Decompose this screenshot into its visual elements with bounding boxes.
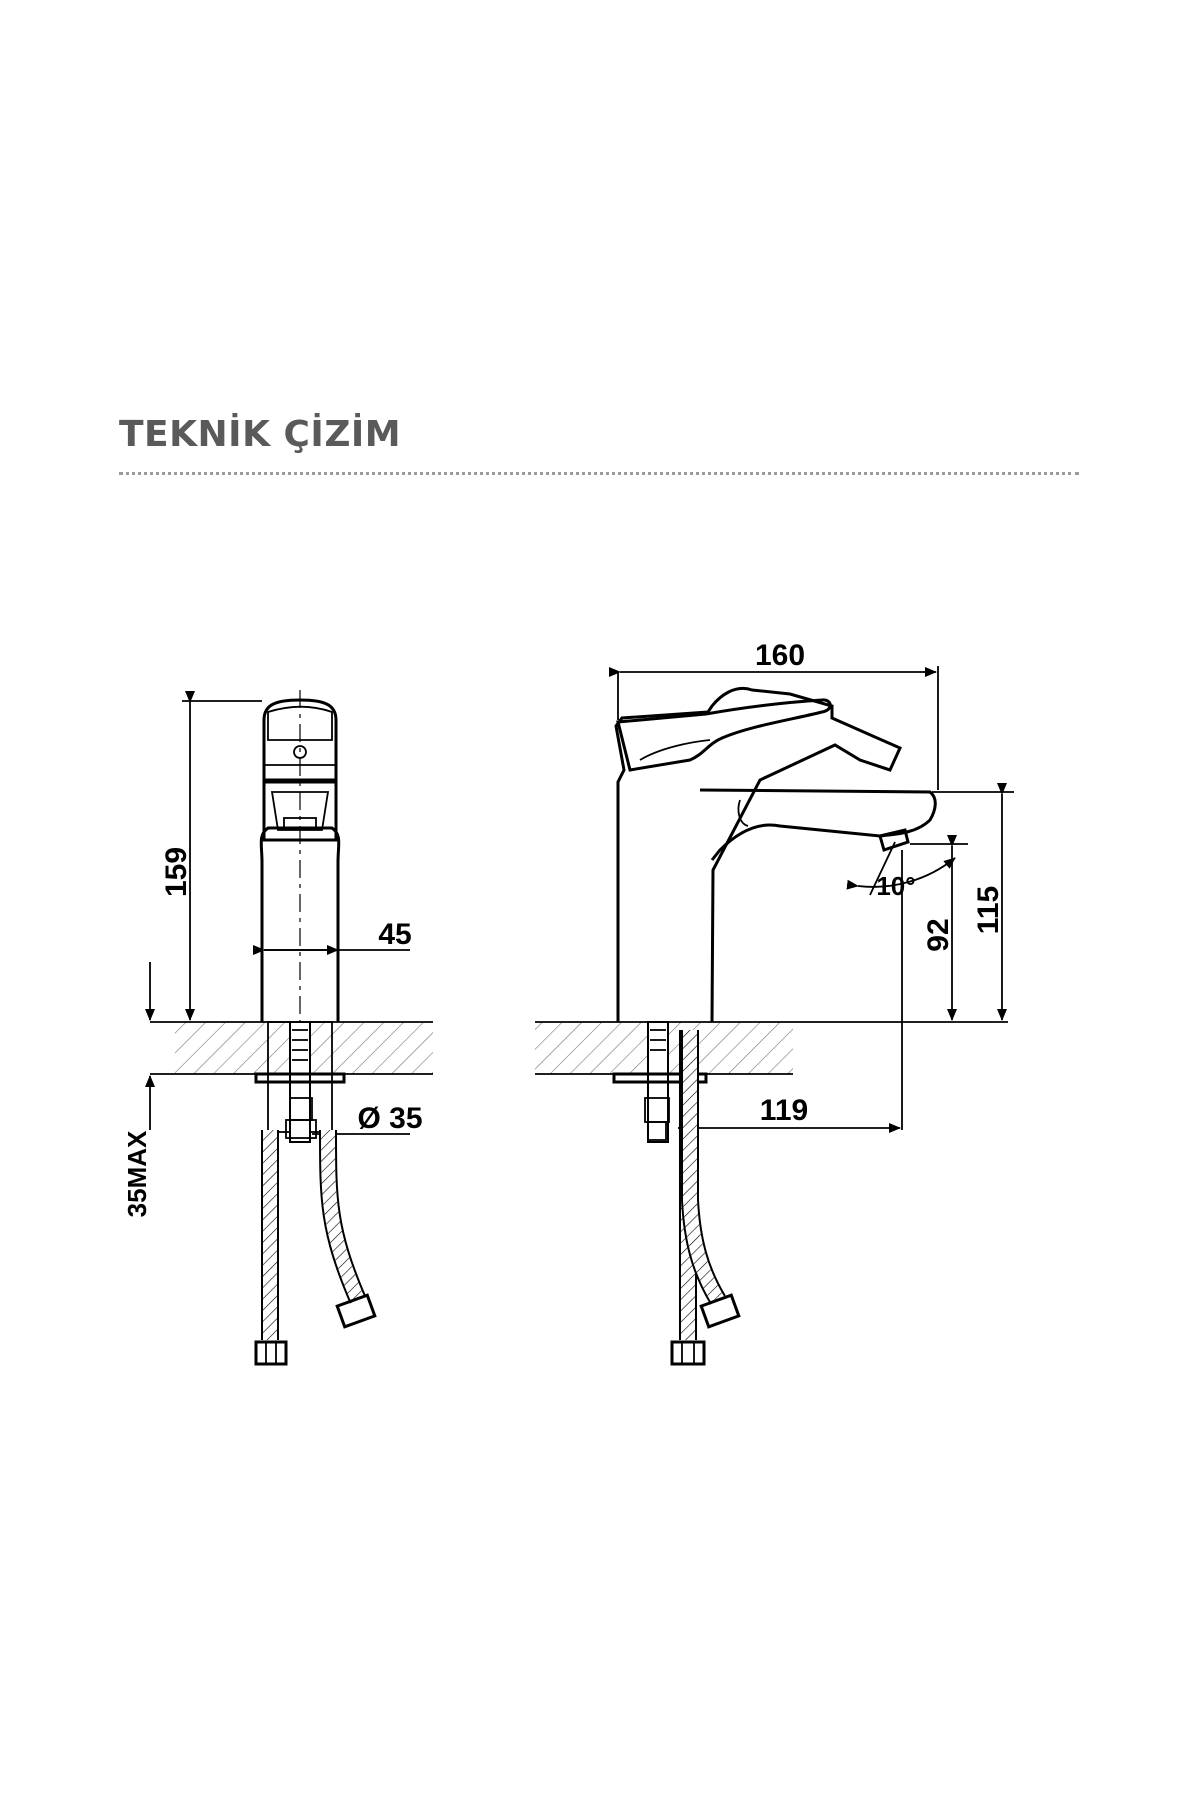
side-length-label: 160 xyxy=(755,639,805,672)
side-spout-height-label: 92 xyxy=(922,918,955,951)
front-faucet-body xyxy=(259,826,341,1022)
title-divider xyxy=(119,472,1079,475)
front-max-thickness-label: 35MAX xyxy=(122,1130,152,1217)
front-diameter-label: Ø 35 xyxy=(357,1102,422,1135)
side-lever xyxy=(616,698,832,772)
side-spout xyxy=(699,788,937,861)
side-reach-label: 119 xyxy=(760,1094,808,1127)
section-title: TEKNİK ÇİZİM xyxy=(119,414,402,455)
side-view: 160 10° 92 115 119 xyxy=(535,639,1014,1366)
front-view: 159 45 Ø 35 xyxy=(122,690,433,1366)
front-width-label: 45 xyxy=(378,918,411,951)
side-outlet-height-label: 115 xyxy=(972,886,1005,934)
side-faucet-body xyxy=(614,687,902,1023)
front-height-label: 159 xyxy=(160,847,193,897)
side-angle-label: 10° xyxy=(876,871,915,901)
